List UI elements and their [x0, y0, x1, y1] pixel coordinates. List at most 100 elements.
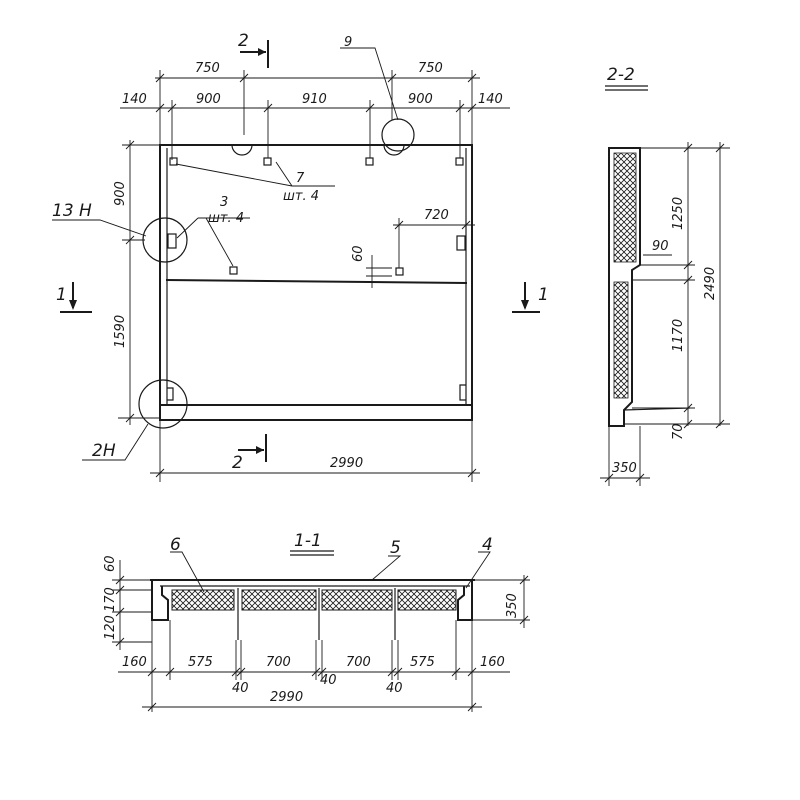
dim-ticks: [147, 667, 477, 677]
dim-ticks: [115, 575, 125, 647]
dim-1-1-170: 170: [103, 587, 118, 612]
dim-bottom-2990: 2990: [330, 456, 363, 471]
dim-1-1-700-b: 700: [346, 655, 371, 670]
dim-top-750-right: 750: [418, 61, 443, 76]
dim-ticks: [604, 473, 645, 483]
section-mark-2-top: 2: [238, 31, 269, 68]
section-mark-1-right: 1: [512, 282, 549, 313]
dim-inner-60: 60: [351, 245, 366, 262]
dim-2-2-350: 350: [612, 461, 637, 476]
embed-part-7-a: [169, 157, 178, 166]
embed-part-3-b: [395, 267, 404, 276]
embed-part-7-b: [263, 157, 272, 166]
plan-outline: [159, 144, 473, 421]
section-1-1: 1-1 6 5 4 60 170 120: [103, 531, 530, 712]
callout-7: 7: [296, 171, 305, 186]
plan-corner-nub-right: [459, 384, 466, 401]
section-mark-2-bottom: 2: [232, 434, 267, 473]
plan-top-notch-left: [231, 144, 253, 156]
leader-7: [175, 161, 335, 187]
insulation-block-4: [397, 589, 457, 611]
plan-mid-rib: [165, 279, 468, 284]
leader-6: [170, 551, 205, 593]
insulation-block-1: [171, 589, 235, 611]
dim-top-900-b: 900: [408, 92, 433, 107]
leader-5: [371, 555, 402, 581]
section-mark-1-left: 1: [56, 282, 92, 313]
callout-13h: 13 Н: [52, 201, 92, 221]
dim-top-910: 910: [302, 92, 327, 107]
dim-1-1-40-c: 40: [386, 681, 403, 696]
callout-5: 5: [390, 538, 401, 558]
callout-9: 9: [344, 35, 352, 50]
section-2-2-hatch-bottom: [613, 281, 629, 399]
side-plate-right: [456, 235, 466, 251]
section-2-2: 2-2 1250 90 1170 70 2490 350: [600, 65, 730, 486]
dim-1-1-120: 120: [103, 615, 118, 640]
side-plate-left: [167, 233, 177, 249]
plan-corner-nub-left: [167, 387, 174, 401]
dim-1-1-2990: 2990: [270, 690, 303, 705]
dim-1-1-60: 60: [103, 555, 118, 572]
section-label-2-bottom: 2: [232, 453, 243, 473]
dim-ticks: [155, 468, 477, 478]
leader-2h: [82, 423, 149, 461]
dim-top-750-left: 750: [195, 61, 220, 76]
dim-ticks: [125, 140, 135, 423]
dim-2-2-1250: 1250: [671, 197, 686, 230]
dim-ticks: [683, 143, 725, 429]
section-1-1-title: 1-1: [294, 531, 322, 551]
dim-2-2-2490: 2490: [703, 267, 718, 300]
dim-top-140-left: 140: [122, 92, 147, 107]
callout-4: 4: [482, 535, 493, 555]
embed-part-3-a: [229, 266, 238, 275]
dim-2-2-90: 90: [652, 239, 669, 254]
detail-circle-9: [381, 118, 415, 152]
dim-ticks: [155, 73, 477, 113]
dim-ticks: [394, 220, 471, 230]
dim-2-2-1170: 1170: [671, 319, 686, 352]
dim-ticks: [147, 702, 477, 712]
section-2-2-title: 2-2: [607, 65, 635, 85]
section-2-2-profile: [608, 147, 641, 427]
section-label-1-left: 1: [56, 285, 67, 305]
callout-3-qty: шт. 4: [208, 211, 244, 226]
embed-part-7-c: [365, 157, 374, 166]
embed-part-7-d: [455, 157, 464, 166]
dim-top-900-a: 900: [196, 92, 221, 107]
dim-1-1-160-right: 160: [480, 655, 505, 670]
dim-1-1-160-left: 160: [122, 655, 147, 670]
dim-1-1-350: 350: [505, 593, 520, 618]
callout-2h: 2Н: [92, 441, 116, 461]
dim-2-2-70: 70: [671, 423, 686, 440]
section-label-1-right: 1: [538, 285, 549, 305]
leader-13h: [52, 219, 147, 237]
dim-1-1-700-a: 700: [266, 655, 291, 670]
dim-inner-720: 720: [424, 208, 449, 223]
dim-1-1-40-a: 40: [232, 681, 249, 696]
callout-3: 3: [220, 195, 228, 210]
insulation-block-2: [241, 589, 317, 611]
dim-top-140-right: 140: [478, 92, 503, 107]
plan-top-notch-right: [383, 144, 405, 156]
dim-1-1-40-b: 40: [320, 673, 337, 688]
callout-7-qty: шт. 4: [283, 189, 319, 204]
leader-9: [340, 47, 399, 121]
detail-circle-13h: [142, 217, 188, 263]
section-label-2-top: 2: [238, 31, 249, 51]
dim-left-900: 900: [113, 181, 128, 206]
dim-ticks: [519, 575, 529, 625]
section-2-2-hatch-top: [613, 152, 637, 263]
dim-1-1-575-left: 575: [188, 655, 213, 670]
insulation-block-3: [321, 589, 393, 611]
detail-circle-2h: [138, 379, 188, 429]
section-1-1-rib-right: [457, 580, 473, 621]
dim-left-1590: 1590: [113, 315, 128, 348]
leader-4: [465, 551, 491, 589]
callout-6: 6: [170, 535, 181, 555]
plan-view: 750 750 140 900 910 900 140 900 1590 299…: [52, 31, 549, 482]
dim-1-1-575-right: 575: [410, 655, 435, 670]
leader-3: [176, 217, 250, 267]
section-1-1-rib-left: [151, 580, 169, 621]
